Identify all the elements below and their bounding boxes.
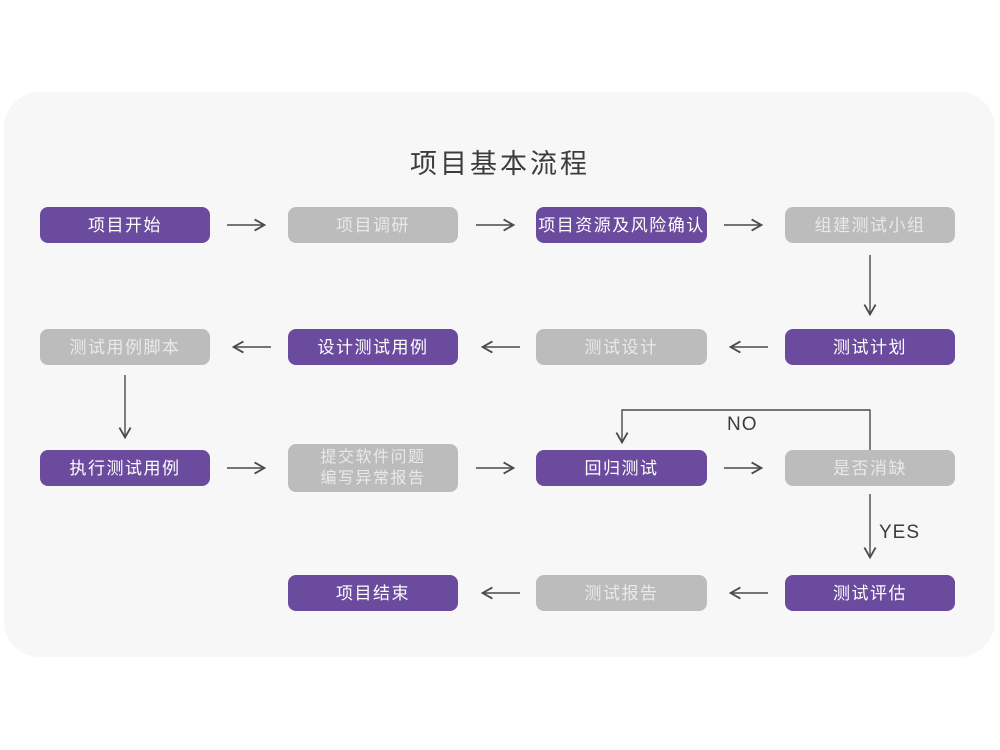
flow-node-design-test-case: 设计测试用例 — [288, 329, 458, 365]
flow-node-test-report: 测试报告 — [536, 575, 707, 611]
flow-node-test-design: 测试设计 — [536, 329, 707, 365]
flow-node-project-end: 项目结束 — [288, 575, 458, 611]
flow-node-resources-risk: 项目资源及风险确认 — [536, 207, 707, 243]
page-title: 项目基本流程 — [410, 149, 590, 179]
flow-node-submit-issues: 提交软件问题 编写异常报告 — [288, 444, 458, 492]
flowchart-card — [4, 92, 995, 657]
flow-node-execute-test-case: 执行测试用例 — [40, 450, 210, 486]
flow-node-project-research: 项目调研 — [288, 207, 458, 243]
flow-node-test-plan: 测试计划 — [785, 329, 955, 365]
flow-node-project-start: 项目开始 — [40, 207, 210, 243]
flow-node-test-evaluation: 测试评估 — [785, 575, 955, 611]
flow-node-test-case-script: 测试用例脚本 — [40, 329, 210, 365]
flow-node-build-test-team: 组建测试小组 — [785, 207, 955, 243]
branch-label-no: NO — [727, 414, 758, 435]
flow-node-regression-test: 回归测试 — [536, 450, 707, 486]
flow-node-defect-cleared: 是否消缺 — [785, 450, 955, 486]
branch-label-yes: YES — [879, 522, 921, 543]
